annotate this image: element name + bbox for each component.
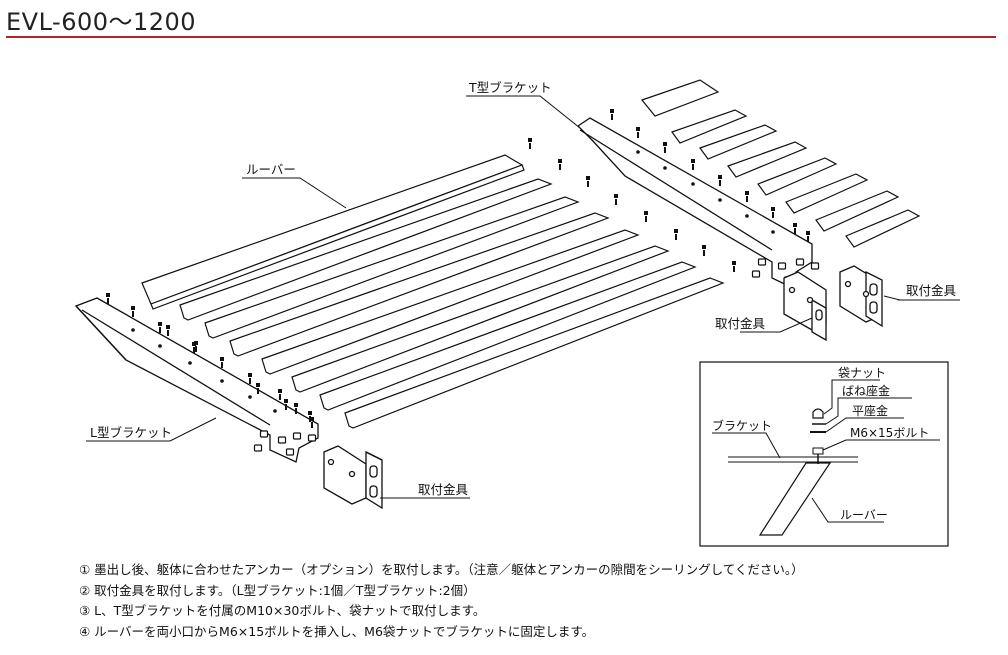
label-mount-bracket-right: 取付金具	[906, 283, 957, 298]
short-louver	[727, 141, 808, 178]
short-louver	[699, 124, 778, 160]
detail-label-cap-nut: 袋ナット	[838, 366, 886, 380]
louver-slat	[204, 196, 580, 339]
short-louver-group	[640, 79, 921, 248]
instruction-notes: ① 墨出し後、躯体に合わせたアンカー（オプション）を取付します。（注意／躯体とア…	[79, 560, 979, 642]
louver-slat	[179, 178, 553, 321]
detail-label-spring-washer: ばね座金	[842, 383, 890, 398]
note-step-1: ① 墨出し後、躯体に合わせたアンカー（オプション）を取付します。（注意／躯体とア…	[79, 562, 804, 577]
short-louver	[815, 190, 900, 232]
short-louver	[640, 79, 720, 117]
louver-slat	[291, 245, 670, 393]
louver-slat	[261, 229, 640, 375]
detail-label-flat-washer: 平座金	[852, 403, 888, 418]
louver-slat	[319, 261, 697, 411]
detail-label-bolt: M6×15ボルト	[850, 426, 929, 440]
label-mount-bracket-middle: 取付金具	[715, 316, 766, 331]
mount-bracket-middle	[783, 271, 827, 342]
mount-bracket-left	[323, 445, 383, 510]
label-t-bracket: T型ブラケット	[468, 80, 552, 95]
label-louver: ルーバー	[246, 162, 296, 177]
short-louver	[757, 157, 838, 196]
mount-bracket-right	[839, 265, 883, 328]
louver-slat	[229, 212, 610, 357]
note-step-3: ③ L、T型ブラケットを付属のM10×30ボルト、袋ナットで取付します。	[79, 603, 486, 618]
l-bracket	[74, 297, 319, 463]
louver-group	[141, 154, 725, 429]
label-mount-bracket-left: 取付金具	[418, 482, 469, 497]
note-step-4: ④ ルーバーを両小口からM6×15ボルトを挿入し、M6袋ナットでブラケットに固定…	[79, 623, 595, 639]
short-louver	[785, 173, 869, 214]
louver-slat	[141, 154, 525, 310]
label-l-bracket: L型ブラケット	[90, 425, 172, 440]
title-underline	[6, 36, 996, 38]
short-louver	[845, 209, 921, 248]
note-step-2: ② 取付金具を取付します。（L型ブラケット:1個／T型ブラケット:2個）	[79, 582, 476, 598]
page-title: EVL-600〜1200	[6, 8, 197, 36]
detail-label-bracket: ブラケット	[712, 418, 772, 433]
detail-label-louver: ルーバー	[840, 508, 888, 522]
louver-slat	[344, 277, 725, 429]
detail-inset: 袋ナット ばね座金 平座金 M6×15ボルト ブラケット ルーバー	[699, 361, 949, 547]
short-louver	[671, 109, 748, 144]
